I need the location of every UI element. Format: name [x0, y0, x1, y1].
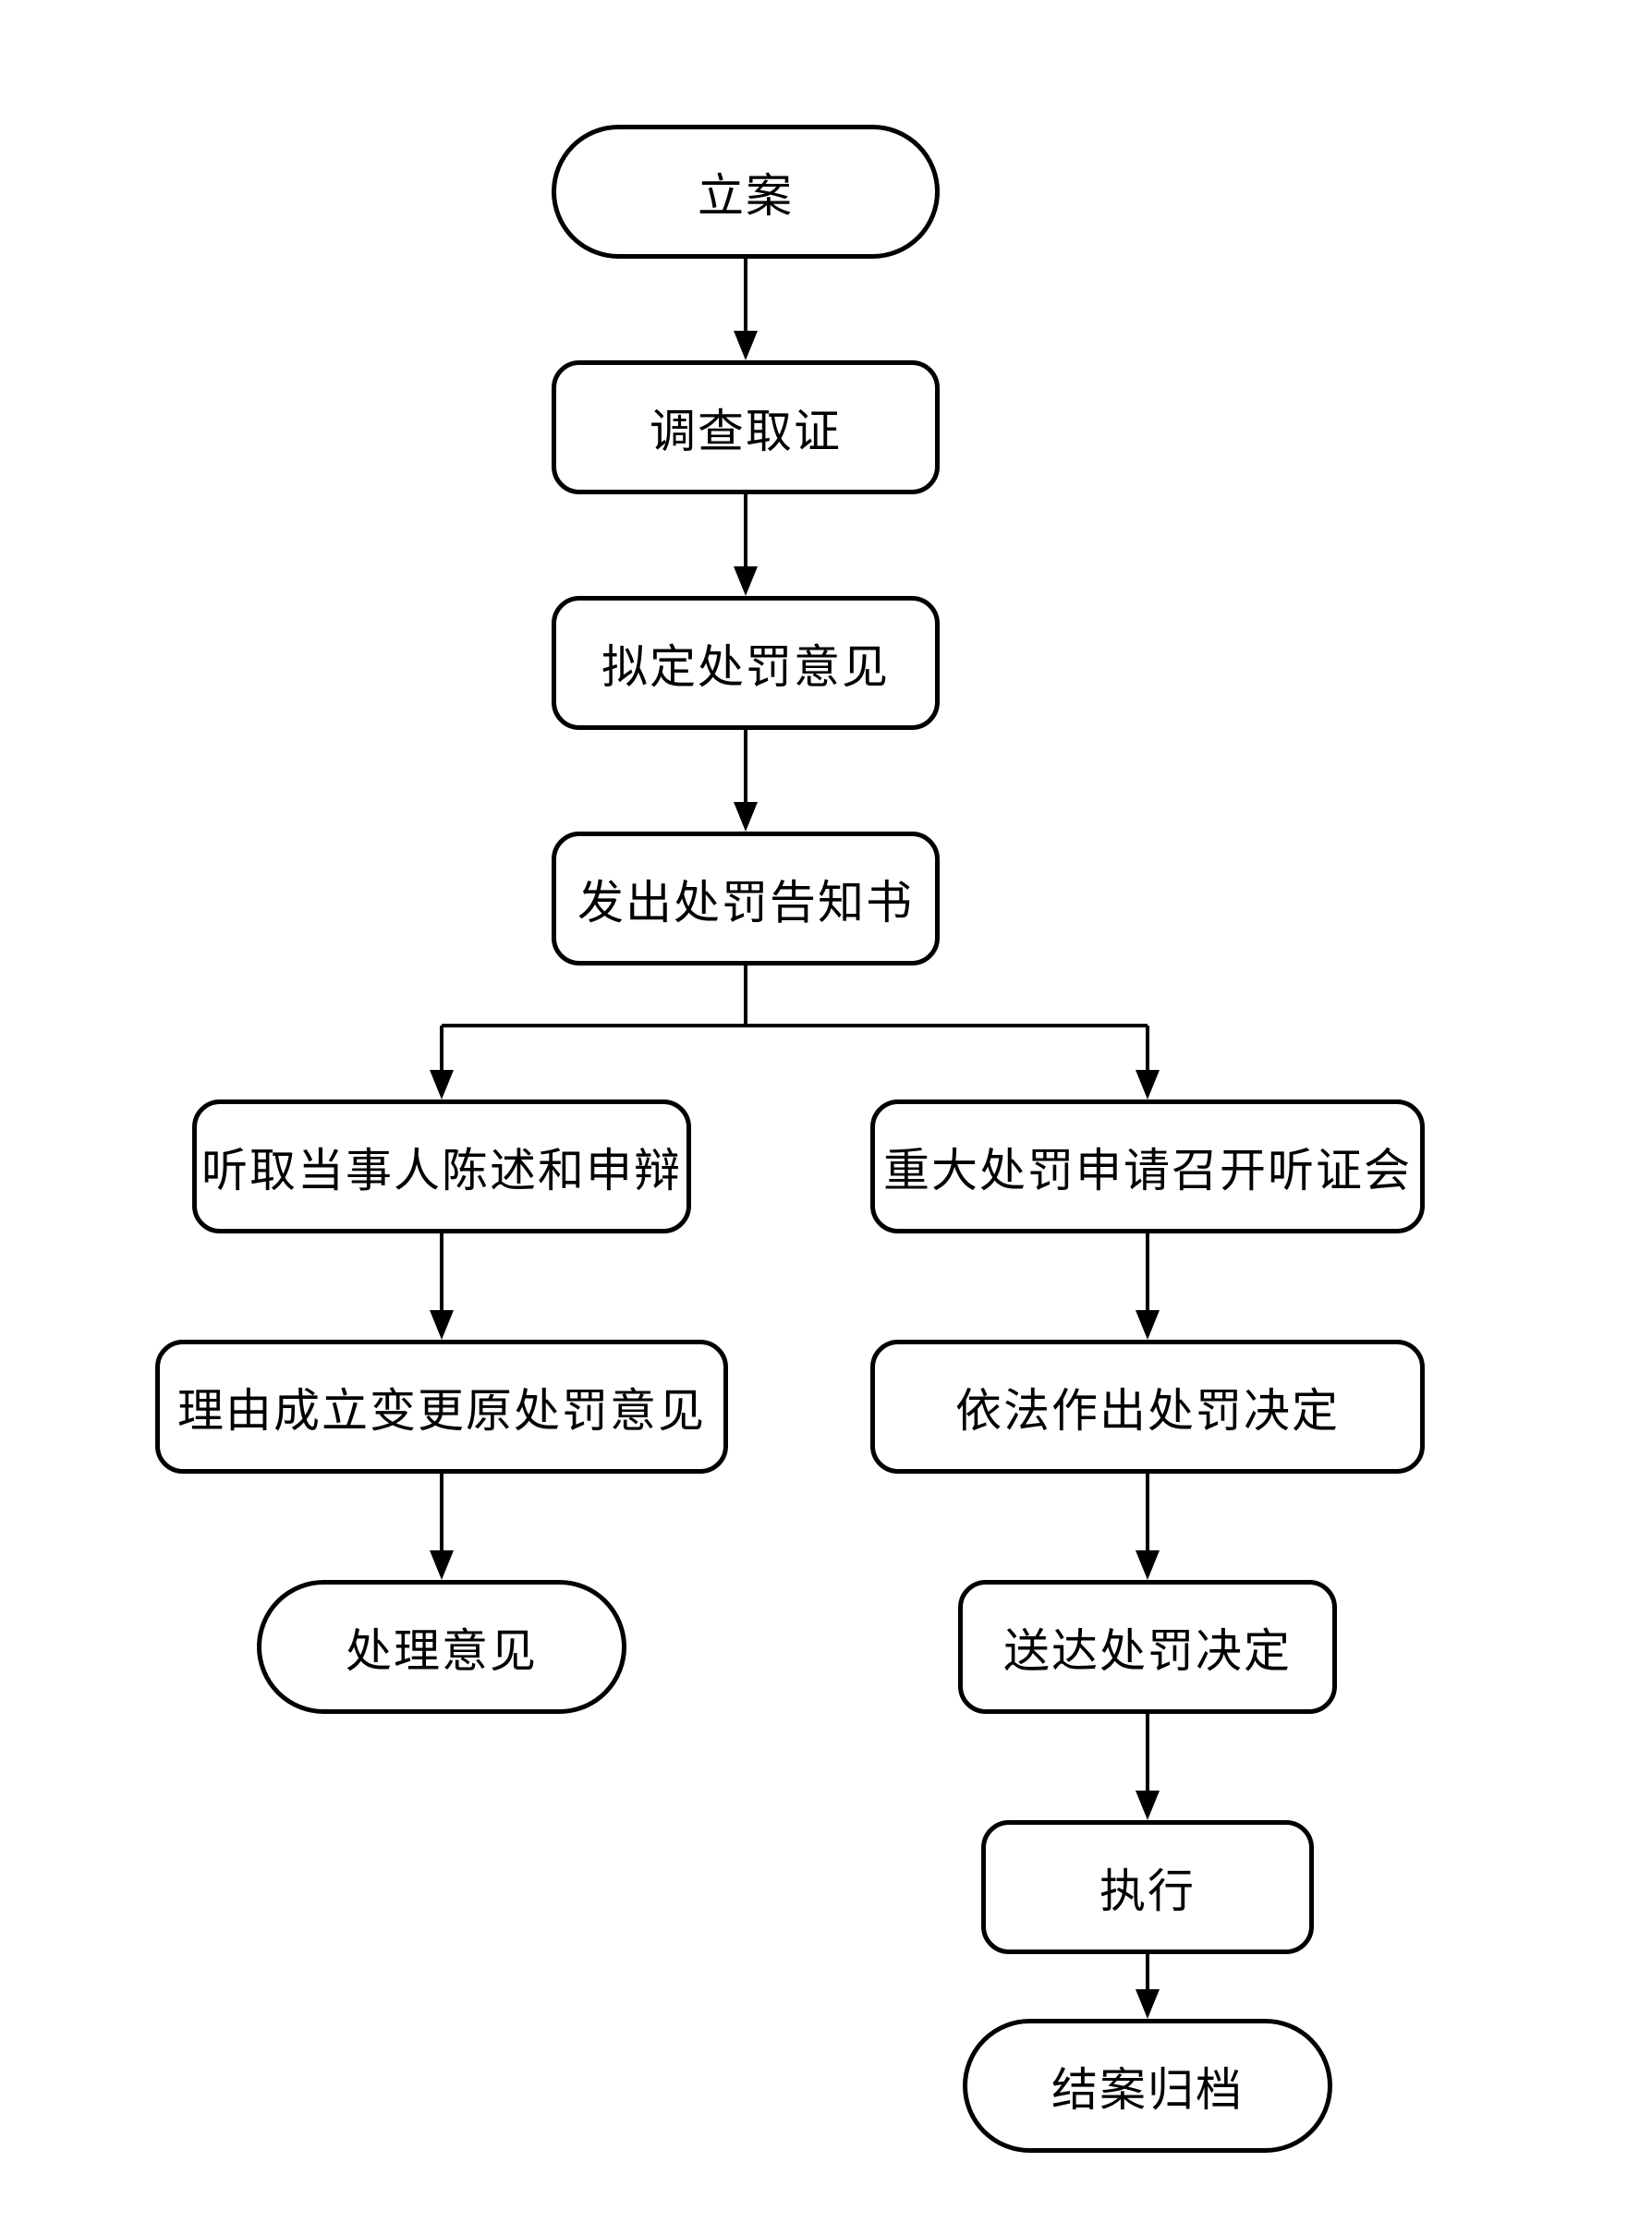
arrowhead-notice-to-hearing-request — [1136, 1070, 1160, 1099]
arrowhead-decision-to-deliver — [1136, 1550, 1160, 1580]
arrowhead-deliver-to-execute — [1136, 1791, 1160, 1820]
node-close-and-archive: 结案归档 — [963, 2019, 1332, 2153]
node-execute: 执行 — [981, 1820, 1314, 1954]
node-draft-penalty-opinion: 拟定处罚意见 — [552, 596, 940, 730]
node-case-filing: 立案 — [552, 125, 940, 259]
node-issue-penalty-notice: 发出处罚告知书 — [552, 832, 940, 966]
node-hearing-request: 重大处罚申请召开听证会 — [870, 1099, 1425, 1233]
arrowhead-draft-opinion-to-notice — [734, 802, 758, 832]
arrowhead-execute-to-archive — [1136, 1989, 1160, 2019]
arrowhead-change-opinion-to-handling-opinion — [430, 1550, 454, 1580]
node-hear-statement-defense: 听取当事人陈述和申辩 — [192, 1099, 691, 1233]
arrowhead-hear-defense-to-change-opinion — [430, 1310, 454, 1340]
arrowhead-case-filing-to-investigation — [734, 331, 758, 360]
node-handling-opinion: 处理意见 — [257, 1580, 626, 1714]
node-make-penalty-decision: 依法作出处罚决定 — [870, 1340, 1425, 1474]
node-investigation: 调查取证 — [552, 360, 940, 494]
arrowhead-hearing-request-to-decision — [1136, 1310, 1160, 1340]
node-deliver-penalty-decision: 送达处罚决定 — [958, 1580, 1337, 1714]
node-change-original-opinion: 理由成立变更原处罚意见 — [155, 1340, 728, 1474]
arrowhead-notice-to-hear-defense — [430, 1070, 454, 1099]
arrowhead-investigation-to-draft-opinion — [734, 566, 758, 596]
